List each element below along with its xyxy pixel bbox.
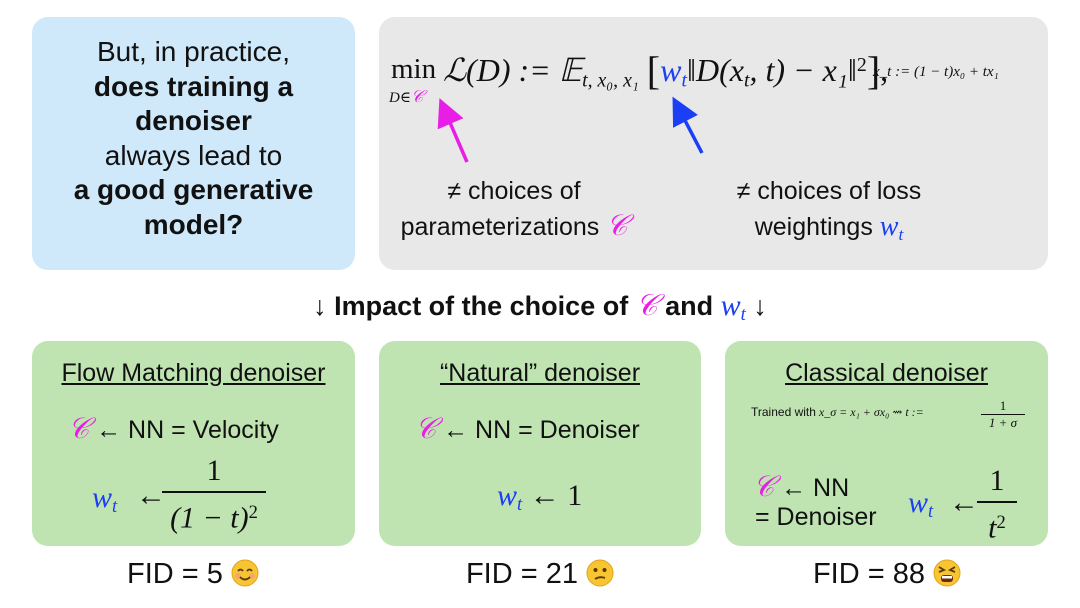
weight-fraction: 1 (1 − t)2 xyxy=(162,453,266,536)
question-line-3: denoiser xyxy=(135,105,252,136)
impact-heading: ↓ Impact of the choice of 𝒞 and wt ↓ xyxy=(313,289,767,326)
param-assignment: 𝒞 ← NN = Denoiser xyxy=(415,413,640,445)
card-natural: “Natural” denoiser 𝒞 ← NN = Denoiser wt … xyxy=(379,341,701,546)
weight-arrow: ← xyxy=(949,486,979,519)
expectation-subscript: t, x₀, x₁ xyxy=(582,69,639,92)
weight-assignment: wt ← 1 xyxy=(497,479,583,516)
param-assignment-cont: = Denoiser xyxy=(755,503,877,531)
weight-arrow xyxy=(672,96,704,154)
card-flow-matching: Flow Matching denoiser 𝒞 ← NN = Velocity… xyxy=(32,341,355,546)
tired-face-icon xyxy=(933,559,961,587)
norm-term: ‖D(x xyxy=(686,52,744,88)
norm-square: 2 xyxy=(856,54,867,77)
weight-label: ≠ choices of loss weightings wt xyxy=(736,177,922,244)
min-subscript: D∈𝒞 xyxy=(389,87,424,106)
interpolation-definition: x_t := (1 − t)x₀ + tx₁ xyxy=(873,64,999,80)
question-box: But, in practice, does training a denois… xyxy=(32,17,355,270)
fid-classical: FID = 88 xyxy=(722,558,1052,591)
card-title: Flow Matching denoiser xyxy=(61,359,326,387)
param-assignment: 𝒞 ← NN xyxy=(753,471,850,503)
trained-with-note: Trained with x_σ = x₁ + σx₀ ⇝ t := xyxy=(751,405,924,419)
min-operator: min xyxy=(391,53,437,85)
question-line-2: does training a xyxy=(93,70,294,102)
question-line-4: always lead to xyxy=(104,139,283,171)
card-title: “Natural” denoiser xyxy=(439,359,641,387)
param-symbol: 𝒞 xyxy=(606,210,628,242)
weight-subscript: t xyxy=(681,69,687,92)
question-line-6: model? xyxy=(143,208,244,240)
annotation-arrows xyxy=(437,96,704,163)
norm-term-rest: , t) − x₁‖ xyxy=(749,52,857,88)
confused-face-icon xyxy=(586,559,614,587)
weight-symbol: wt xyxy=(908,486,934,523)
weight-fraction: 1 t2 xyxy=(977,463,1017,546)
trained-fraction: 1 1 + σ xyxy=(981,398,1025,431)
card-title: Classical denoiser xyxy=(785,359,988,387)
param-assignment: 𝒞 ← NN = Velocity xyxy=(68,413,279,445)
question-line-5: a good generative xyxy=(73,174,314,205)
weight-symbol: wt xyxy=(92,481,118,518)
loss-symbol: ℒ(D) := 𝔼 xyxy=(443,52,583,88)
weight-symbol: w xyxy=(660,52,682,88)
smiling-face-icon xyxy=(231,559,259,587)
question-line-1: But, in practice, xyxy=(97,36,290,67)
loss-formula-box: min D∈𝒞 ℒ(D) := 𝔼t, x₀, x₁ [wt‖D(xt, t) … xyxy=(379,17,1048,270)
param-arrow xyxy=(437,98,469,163)
card-classical: Classical denoiser Trained with x_σ = x₁… xyxy=(725,341,1048,546)
param-label: ≠ choices of parameterizations 𝒞 xyxy=(400,177,628,242)
loss-expression: ℒ(D) := 𝔼t, x₀, x₁ [wt‖D(xt, t) − x₁‖2], xyxy=(443,48,889,93)
weight-arrow: ← xyxy=(136,479,166,512)
fid-flow-matching: FID = 5 xyxy=(28,558,358,591)
fid-natural: FID = 21 xyxy=(375,558,705,591)
